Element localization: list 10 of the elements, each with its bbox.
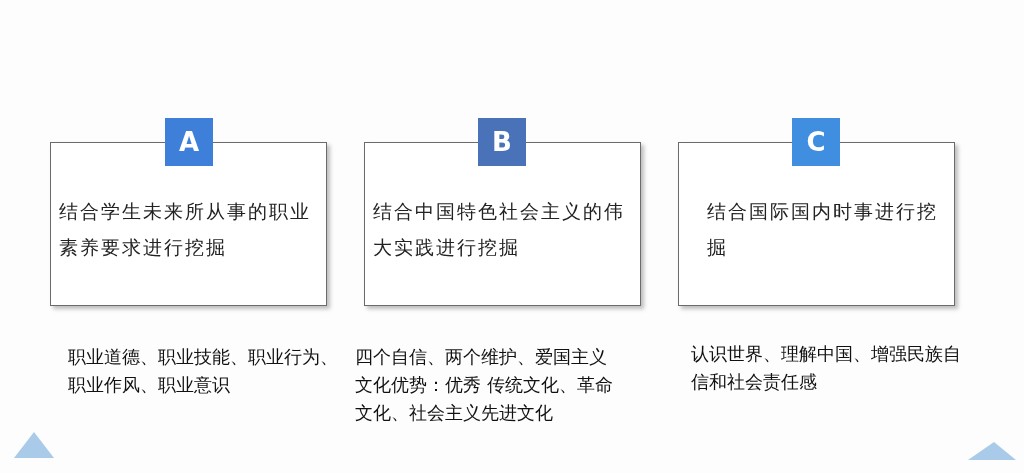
letter-badge: A [165, 118, 213, 166]
card-heading: 结合学生未来所从事的职业素养要求进行挖掘 [59, 199, 312, 260]
description-text: 认识世界、理解中国、增强民族自信和社会责任感 [691, 342, 961, 394]
card-heading: 结合国际国内时事进行挖掘 [707, 199, 939, 260]
card-heading: 结合中国特色社会主义的伟大实践进行挖掘 [373, 199, 626, 260]
description-text: 职业道德、职业技能、职业行为、职业作风、职业意识 [68, 345, 338, 397]
letter-badge: B [478, 118, 526, 166]
letter-badge: C [792, 118, 840, 166]
description-text: 文化优势：优秀 传统文化、革命文化、社会主义先进文化 [355, 373, 614, 425]
description-text: 四个自信、两个维护、爱国主义 [355, 345, 608, 369]
